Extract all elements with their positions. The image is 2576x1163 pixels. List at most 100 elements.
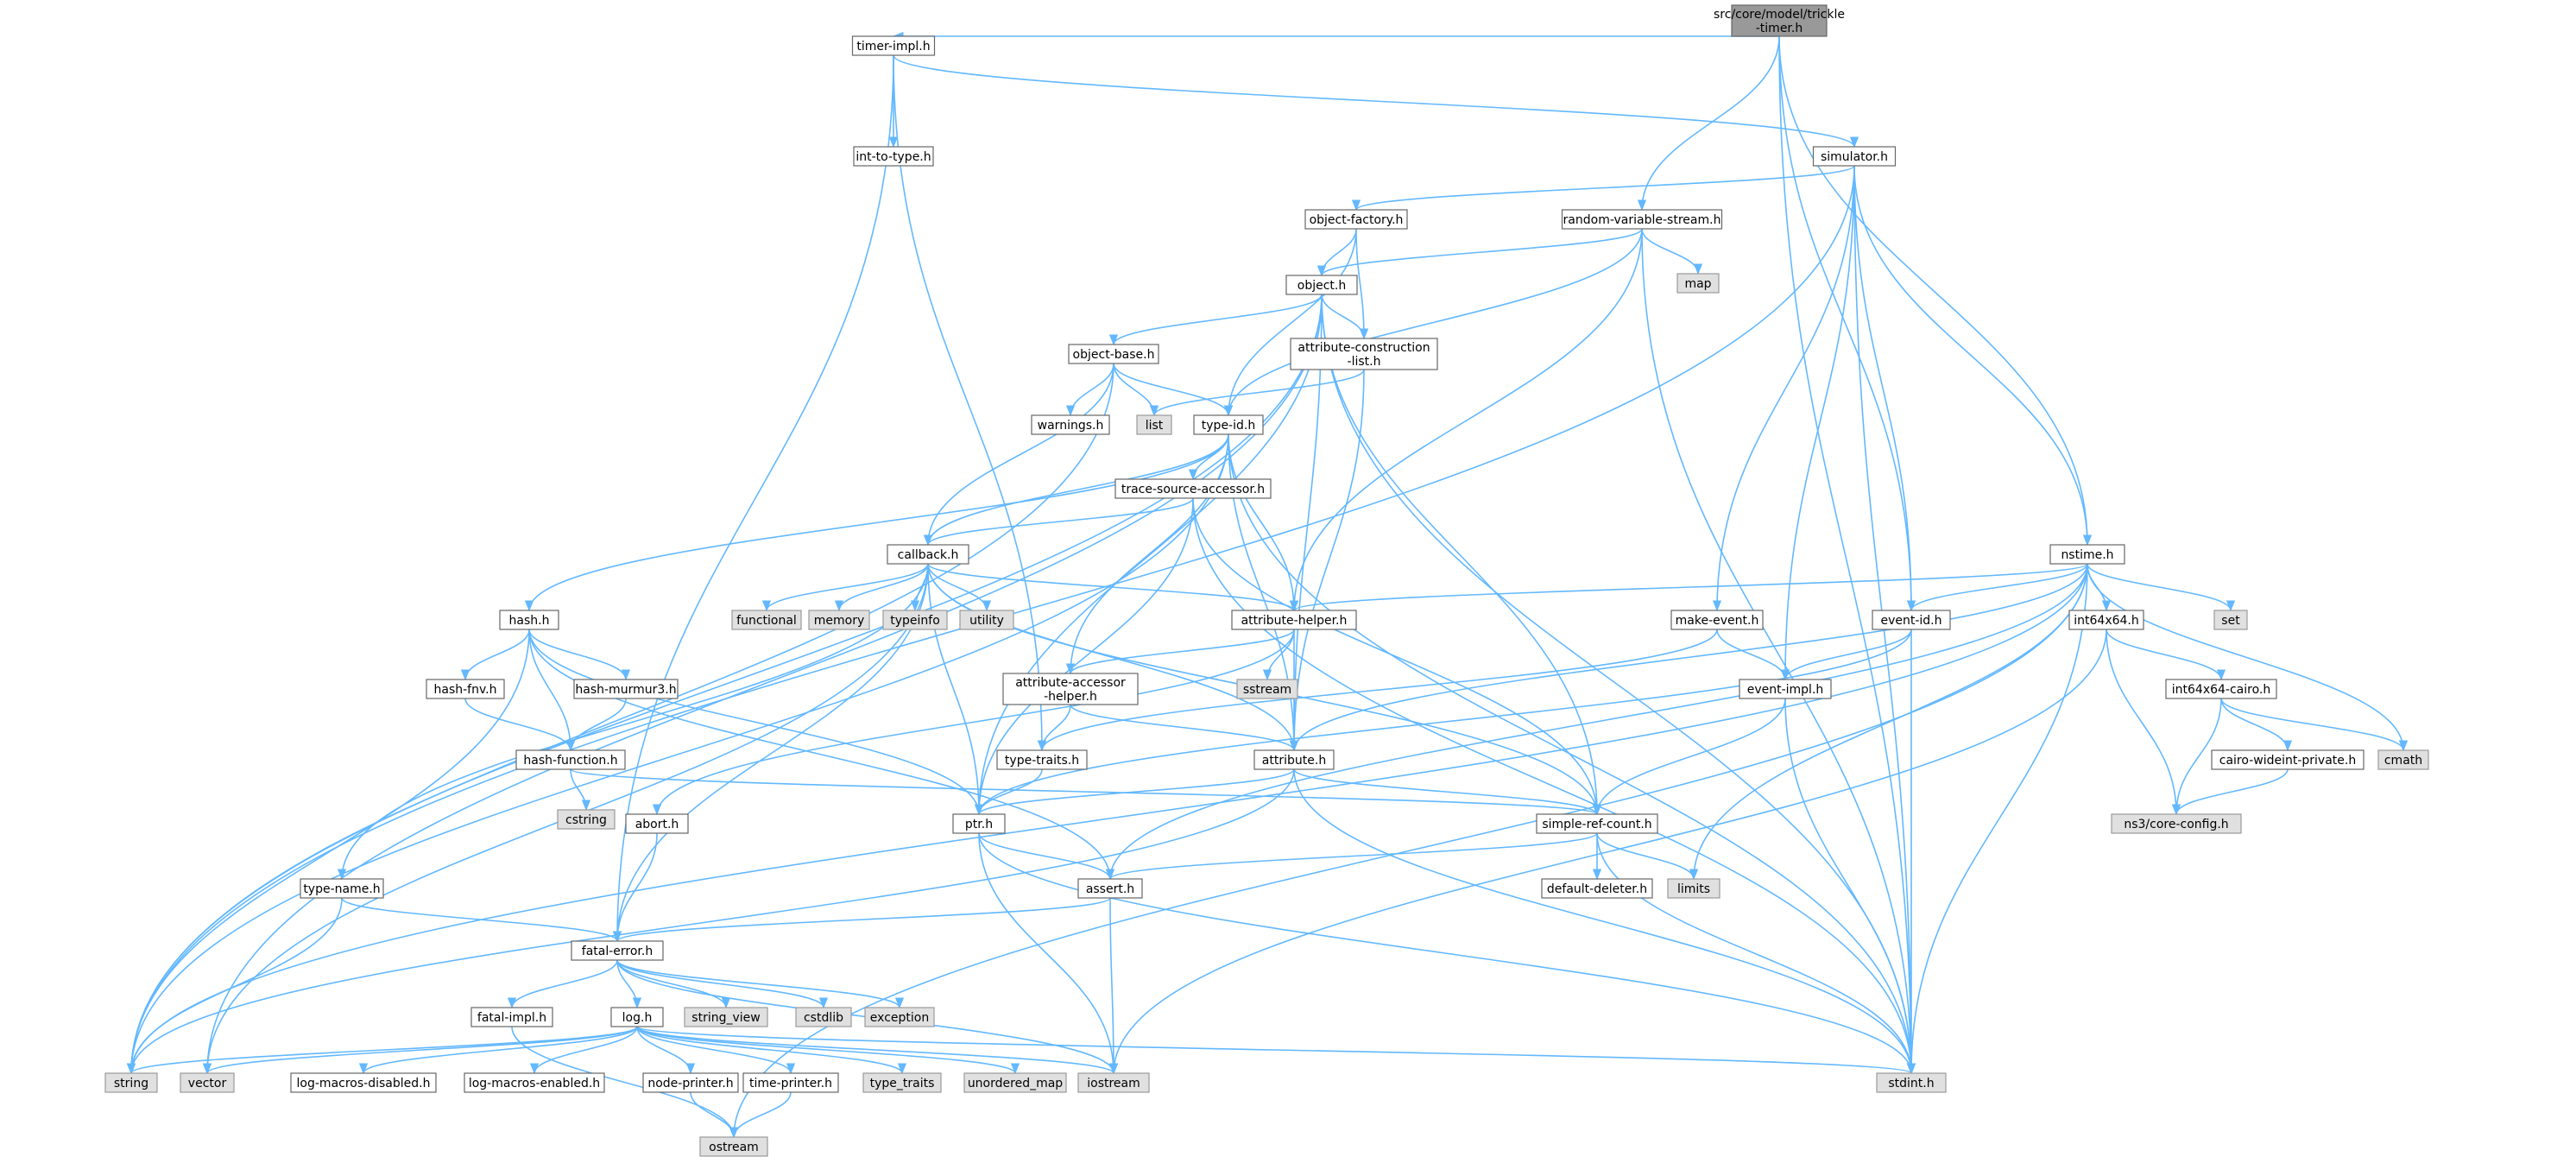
node-label-unordered_map: unordered_map bbox=[968, 1077, 1063, 1090]
node-label-simple-ref-count: simple-ref-count.h bbox=[1542, 818, 1651, 831]
node-simulator[interactable]: simulator.h bbox=[1812, 146, 1897, 167]
node-box-attribute-helper bbox=[1231, 610, 1357, 630]
edge-event-id-to-event-impl bbox=[1780, 629, 1912, 681]
edge-fatal-error-to-cstdlib bbox=[616, 959, 829, 1009]
node-random-variable-stream[interactable]: random-variable-stream.h bbox=[1561, 209, 1723, 230]
node-log[interactable]: log.h bbox=[610, 1007, 664, 1027]
node-nstime[interactable]: nstime.h bbox=[2049, 544, 2125, 565]
edge-ptr-to-assert bbox=[978, 832, 1115, 881]
node-attribute-accessor-helper[interactable]: attribute-accessor-helper.h bbox=[1002, 673, 1139, 705]
node-assert[interactable]: assert.h bbox=[1077, 878, 1143, 899]
node-label-attribute-accessor-helper: -helper.h bbox=[1044, 690, 1097, 704]
node-log-macros-enabled[interactable]: log-macros-enabled.h bbox=[464, 1072, 605, 1093]
node-label-log-macros-disabled: log-macros-disabled.h bbox=[297, 1077, 431, 1090]
node-box-memory bbox=[808, 610, 870, 630]
node-label-sstream: sstream bbox=[1243, 683, 1291, 697]
edge-log-to-unordered_map bbox=[636, 1026, 1020, 1075]
edge-int64x64-cairo-to-cairo-wideint-private bbox=[2220, 698, 2293, 752]
node-node-printer[interactable]: node-printer.h bbox=[642, 1072, 739, 1093]
node-trace-source-accessor[interactable]: trace-source-accessor.h bbox=[1114, 478, 1272, 499]
node-hash-murmur3[interactable]: hash-murmur3.h bbox=[573, 679, 679, 699]
node-make-event[interactable]: make-event.h bbox=[1670, 610, 1764, 630]
node-box-node-printer bbox=[642, 1072, 739, 1093]
node-label-time-printer: time-printer.h bbox=[749, 1077, 832, 1090]
node-label-stdint: stdint.h bbox=[1888, 1077, 1934, 1090]
node-attribute-construction-list[interactable]: attribute-construction-list.h bbox=[1290, 338, 1438, 370]
node-int64x64[interactable]: int64x64.h bbox=[2068, 610, 2144, 630]
node-log-macros-disabled[interactable]: log-macros-disabled.h bbox=[290, 1072, 437, 1093]
edge-int64x64-to-ns3-core-config bbox=[2106, 629, 2181, 816]
edge-nstime-to-cmath bbox=[2087, 563, 2409, 752]
node-event-id[interactable]: event-id.h bbox=[1872, 610, 1951, 630]
edge-simple-ref-count-to-assert bbox=[1106, 832, 1598, 881]
node-label-attribute-construction-list: -list.h bbox=[1348, 355, 1381, 369]
node-label-object: object.h bbox=[1297, 279, 1346, 293]
nodes-layer: src/core/model/trickle-timer.h timer-impl… bbox=[104, 4, 2429, 1157]
node-type-id[interactable]: type-id.h bbox=[1193, 414, 1264, 435]
node-int64x64-cairo[interactable]: int64x64-cairo.h bbox=[2165, 679, 2277, 699]
node-cmath: cmath bbox=[2377, 749, 2429, 770]
node-cairo-wideint-private[interactable]: cairo-wideint-private.h bbox=[2211, 749, 2364, 770]
node-map: map bbox=[1676, 273, 1720, 294]
node-root[interactable]: src/core/model/trickle-timer.h bbox=[1714, 4, 1845, 37]
edge-log-to-node-printer bbox=[636, 1026, 696, 1075]
node-timer-impl[interactable]: timer-impl.h bbox=[851, 35, 936, 56]
edge-nstime-to-attribute-helper bbox=[1290, 563, 2088, 612]
node-default-deleter[interactable]: default-deleter.h bbox=[1541, 878, 1653, 899]
node-fatal-impl[interactable]: fatal-impl.h bbox=[470, 1007, 553, 1027]
node-box-ptr bbox=[952, 813, 1006, 834]
edge-trace-source-accessor-to-stdint bbox=[1192, 497, 1916, 1075]
node-type-name[interactable]: type-name.h bbox=[300, 878, 384, 899]
node-box-simple-ref-count bbox=[1536, 813, 1658, 834]
node-string: string bbox=[104, 1072, 158, 1093]
edge-int64x64-to-int64x64-cairo bbox=[2106, 629, 2226, 681]
node-fatal-error[interactable]: fatal-error.h bbox=[571, 940, 664, 961]
node-object[interactable]: object.h bbox=[1285, 275, 1358, 295]
node-box-hash-fnv bbox=[426, 679, 505, 699]
node-string_view: string_view bbox=[684, 1007, 768, 1027]
edge-assert-to-fatal-error bbox=[613, 897, 1111, 943]
edge-object-to-string bbox=[126, 294, 1323, 1075]
edge-ptr-to-iostream bbox=[978, 832, 1119, 1075]
node-cstring: cstring bbox=[557, 809, 616, 830]
node-label-utility: utility bbox=[969, 614, 1004, 628]
node-type-traits[interactable]: type-traits.h bbox=[996, 749, 1088, 770]
node-attribute-helper[interactable]: attribute-helper.h bbox=[1231, 610, 1357, 630]
node-label-log-macros-enabled: log-macros-enabled.h bbox=[469, 1077, 600, 1090]
edge-simulator-to-make-event bbox=[1712, 165, 1855, 612]
node-object-factory[interactable]: object-factory.h bbox=[1304, 209, 1408, 230]
node-hash-fnv[interactable]: hash-fnv.h bbox=[426, 679, 505, 699]
node-unordered_map: unordered_map bbox=[963, 1072, 1067, 1093]
node-label-hash-function: hash-function.h bbox=[523, 754, 617, 768]
edge-object-base-to-string bbox=[126, 363, 1114, 1075]
node-abort[interactable]: abort.h bbox=[625, 813, 689, 834]
node-hash-function[interactable]: hash-function.h bbox=[515, 749, 626, 770]
edge-nstime-to-attribute bbox=[1289, 563, 2088, 752]
edge-int64x64-cairo-to-cmath bbox=[2220, 698, 2409, 752]
node-box-time-printer bbox=[742, 1072, 839, 1093]
edge-event-impl-to-stdint bbox=[1784, 698, 1916, 1075]
node-hash[interactable]: hash.h bbox=[499, 610, 559, 630]
edge-callback-to-memory bbox=[834, 563, 929, 612]
edge-timer-impl-to-fatal-error bbox=[612, 54, 894, 943]
node-callback[interactable]: callback.h bbox=[887, 544, 969, 565]
node-box-simulator bbox=[1812, 146, 1897, 167]
node-time-printer[interactable]: time-printer.h bbox=[742, 1072, 839, 1093]
edge-object-factory-to-attribute-construction-list bbox=[1355, 228, 1369, 340]
node-box-warnings bbox=[1031, 414, 1110, 435]
node-attribute[interactable]: attribute.h bbox=[1253, 749, 1335, 770]
node-warnings[interactable]: warnings.h bbox=[1031, 414, 1110, 435]
edge-time-printer-to-ostream bbox=[729, 1091, 792, 1139]
node-ptr[interactable]: ptr.h bbox=[952, 813, 1006, 834]
node-label-default-deleter: default-deleter.h bbox=[1547, 882, 1647, 896]
edge-fatal-error-to-exception bbox=[616, 959, 904, 1009]
node-simple-ref-count[interactable]: simple-ref-count.h bbox=[1536, 813, 1658, 834]
edge-make-event-to-type-traits bbox=[1038, 629, 1718, 752]
node-functional: functional bbox=[731, 610, 802, 630]
node-ostream: ostream bbox=[699, 1136, 768, 1157]
edge-hash-to-ptr bbox=[528, 629, 984, 816]
node-int-to-type[interactable]: int-to-type.h bbox=[853, 146, 934, 167]
edge-simple-ref-count-to-limits bbox=[1596, 832, 1699, 881]
node-object-base[interactable]: object-base.h bbox=[1068, 344, 1159, 364]
node-event-impl[interactable]: event-impl.h bbox=[1739, 679, 1832, 699]
